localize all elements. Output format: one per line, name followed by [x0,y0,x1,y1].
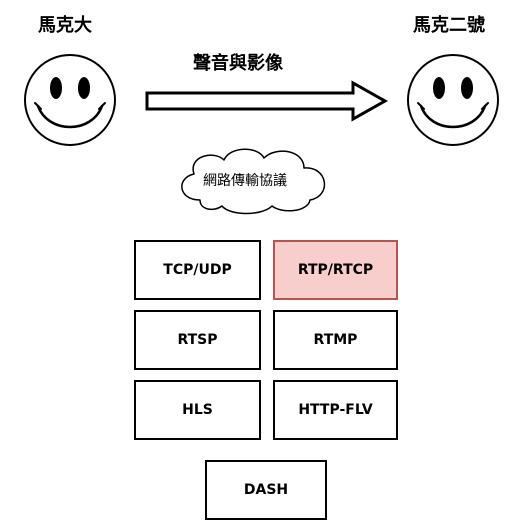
protocol-box-rtp-rtcp: RTP/RTCP [273,240,398,300]
right-smiley-face-icon [407,54,499,146]
protocol-box-tcp-udp: TCP/UDP [134,240,261,300]
left-participant-label: 馬克大 [38,15,92,36]
arrow-label: 聲音與影像 [193,53,283,74]
protocol-box-rtsp: RTSP [134,310,261,370]
protocol-box-dash: DASH [205,460,327,520]
protocol-box-http-flv: HTTP-FLV [273,380,398,440]
left-smiley-face-icon [24,54,116,146]
protocol-box-rtmp: RTMP [273,310,398,370]
cloud-label: 網路傳輸協議 [203,173,287,189]
network-cloud-icon [181,148,326,215]
right-participant-label: 馬克二號 [413,15,485,36]
protocol-box-hls: HLS [134,380,261,440]
right-arrow-icon [145,80,389,122]
